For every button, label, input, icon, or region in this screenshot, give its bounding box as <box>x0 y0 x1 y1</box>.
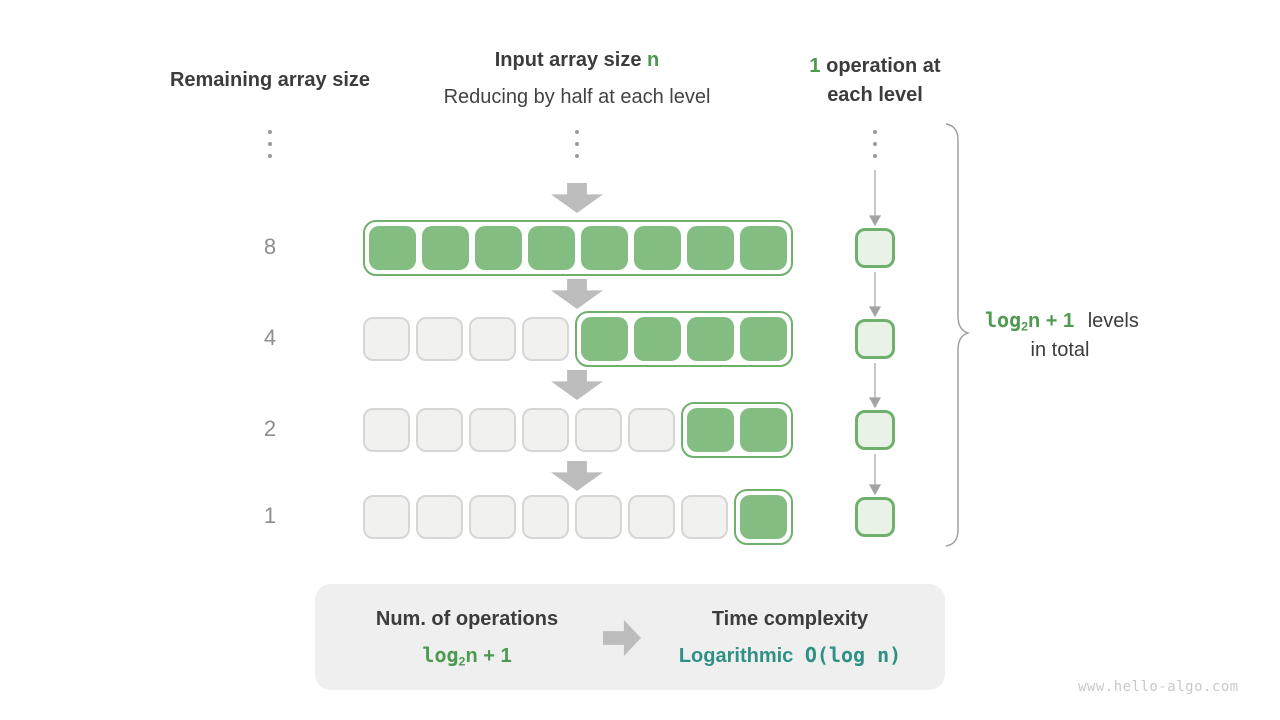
array-cell-active <box>581 226 628 270</box>
array-cell-active <box>740 317 787 361</box>
array-cell-excluded <box>628 495 675 539</box>
array-cell-active <box>528 226 575 270</box>
header-operations-text2: each level <box>827 84 923 106</box>
array-cell-excluded <box>628 408 675 452</box>
levels-word: levels <box>1087 310 1139 332</box>
time-complexity-title: Time complexity <box>711 608 869 630</box>
header-operations: 1 operation at each level <box>775 52 975 110</box>
down-arrow-icon <box>551 279 603 309</box>
array-cell-excluded <box>416 317 463 361</box>
remaining-size-label: 8 <box>263 234 277 259</box>
ellipsis-right <box>873 130 877 158</box>
formula-sub: 2 <box>458 654 466 669</box>
levels-formula-log: log <box>985 308 1022 332</box>
operation-box <box>855 228 895 268</box>
active-subarray <box>734 489 793 545</box>
array-cell-active <box>687 408 734 452</box>
summary-panel: Num. of operations log2n + 1 Time comple… <box>315 584 945 690</box>
array-cell-excluded <box>469 495 516 539</box>
array-cell-excluded <box>522 495 569 539</box>
array-cell-active <box>581 317 628 361</box>
operation-box <box>855 497 895 537</box>
header-operations-text1: operation at <box>820 55 941 77</box>
array-cell-active <box>687 226 734 270</box>
formula-rest: n + 1 <box>465 645 512 667</box>
array-cell-active <box>740 495 787 539</box>
array-cell-excluded <box>363 495 410 539</box>
right-arrow-icon <box>603 620 641 656</box>
active-subarray <box>681 402 793 458</box>
remaining-size-label: 4 <box>263 325 277 350</box>
array-cell-excluded <box>575 495 622 539</box>
remaining-size-label: 1 <box>263 503 277 528</box>
array-cell-excluded <box>522 408 569 452</box>
array-cell-active <box>369 226 416 270</box>
complexity-name: Logarithmic <box>678 645 794 667</box>
levels-formula-line: log2n + 1 levels <box>985 308 1185 333</box>
ellipsis-left <box>268 130 272 158</box>
array-cell-excluded <box>469 317 516 361</box>
down-arrow-icon <box>551 370 603 400</box>
header-operations-line1: 1 operation at <box>775 52 975 81</box>
header-input-title-text: Input array size <box>494 49 648 71</box>
array-cell-active <box>475 226 522 270</box>
array-cell-excluded <box>469 408 516 452</box>
array-cell-active <box>740 408 787 452</box>
header-input-n: n <box>647 49 660 71</box>
header-input-subtitle: Reducing by half at each level <box>443 86 711 108</box>
array-cell-excluded <box>522 317 569 361</box>
array-cell-active <box>634 226 681 270</box>
active-subarray <box>575 311 793 367</box>
array-cell-excluded <box>575 408 622 452</box>
array-cell-active <box>687 317 734 361</box>
formula-log: log <box>422 643 459 667</box>
remaining-size-label: 2 <box>263 416 277 441</box>
array-cell-active <box>740 226 787 270</box>
levels-brace <box>945 123 971 547</box>
ellipsis-center <box>575 130 579 158</box>
watermark: www.hello-algo.com <box>1078 679 1239 695</box>
array-cell-excluded <box>416 495 463 539</box>
levels-in-total: in total <box>1030 339 1090 362</box>
header-remaining-array-size: Remaining array size <box>120 66 420 95</box>
array-cell-excluded <box>416 408 463 452</box>
complexity-big-o: O(log n) <box>804 643 902 667</box>
header-remaining-label: Remaining array size <box>169 69 371 91</box>
array-cell-excluded <box>363 317 410 361</box>
num-operations-title: Num. of operations <box>375 608 559 630</box>
time-complexity-value: Logarithmic O(log n) <box>675 643 905 668</box>
levels-formula-sub: 2 <box>1021 319 1029 334</box>
array-cell-excluded <box>363 408 410 452</box>
down-arrow-icon <box>551 183 603 213</box>
operation-box <box>855 319 895 359</box>
levels-total-label: log2n + 1 levels in total <box>985 308 1185 362</box>
array-cell-active <box>422 226 469 270</box>
down-arrow-icon <box>551 461 603 491</box>
active-subarray <box>363 220 793 276</box>
levels-formula-rest: n + 1 <box>1028 310 1075 332</box>
header-input-array-size: Input array size n Reducing by half at e… <box>427 46 727 112</box>
operation-box <box>855 410 895 450</box>
time-complexity-block: Time complexity Logarithmic O(log n) <box>675 608 905 668</box>
num-operations-formula: log2n + 1 <box>352 643 582 668</box>
num-operations-block: Num. of operations log2n + 1 <box>352 608 582 668</box>
header-operations-count: 1 <box>809 55 821 77</box>
array-cell-excluded <box>681 495 728 539</box>
array-cell-active <box>634 317 681 361</box>
header-input-title: Input array size n <box>427 46 727 75</box>
